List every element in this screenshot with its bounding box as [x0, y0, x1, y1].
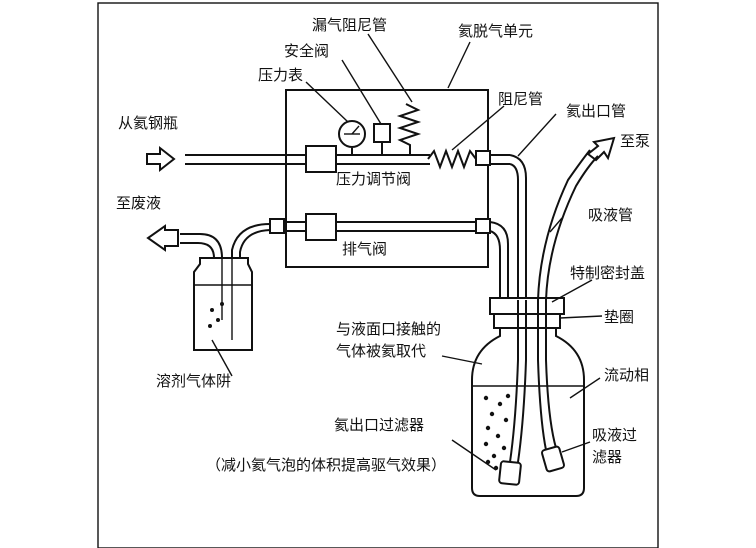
- suction-tube-up: [537, 149, 591, 301]
- label-gasket: 垫圈: [604, 308, 634, 326]
- trap-tube-inner: [239, 229, 271, 350]
- resistance-coil-icon: [427, 148, 477, 170]
- leader-lines: [211, 33, 603, 471]
- label-gas-replaced-1: 与液面口接触的: [336, 320, 441, 338]
- pressure-regulator-box: [305, 145, 337, 173]
- trap-bubble: [220, 302, 224, 306]
- label-vent-valve: 排气阀: [342, 240, 387, 258]
- mobile-phase-bottle: [471, 327, 585, 497]
- label-helium-outlet-tube: 氦出口管: [566, 102, 626, 120]
- gauge-needle: [351, 125, 360, 135]
- label-suction-filter-2: 滤器: [592, 448, 622, 466]
- label-pressure-regulator: 压力调节阀: [336, 170, 411, 188]
- label-from-helium-cylinder: 从氦钢瓶: [118, 114, 178, 132]
- label-resistance-tube: 阻尼管: [498, 90, 543, 108]
- trap-bubble: [216, 318, 220, 322]
- suction-tube-inside: [537, 300, 547, 451]
- trap-bubble: [210, 308, 214, 312]
- suction-filter-icon: [541, 445, 565, 473]
- label-gas-replaced-2: 气体被氦取代: [336, 342, 426, 360]
- label-helium-degas-unit: 氦脱气单元: [458, 22, 533, 40]
- trap-bubble: [208, 324, 212, 328]
- junction-left: [269, 218, 285, 234]
- waste-arrow-icon: [146, 224, 179, 252]
- outlet-tube-inside: [509, 300, 519, 463]
- label-to-waste: 至废液: [116, 194, 161, 212]
- label-to-pump: 至泵: [620, 132, 650, 150]
- pump-arrow-icon: [586, 136, 616, 162]
- label-suction-filter-1: 吸液过: [592, 426, 637, 444]
- label-leak-resist-tube: 漏气阻尼管: [312, 16, 387, 34]
- figure-frame: [97, 2, 659, 548]
- label-safety-valve: 安全阀: [284, 42, 329, 60]
- label-note: （减小氦气泡的体积提高驱气效果）: [206, 456, 446, 474]
- vent-valve-box: [305, 213, 337, 241]
- outlet-tube-inside-2: [517, 300, 527, 463]
- label-mobile-phase: 流动相: [604, 366, 649, 384]
- leak-coil-icon: [396, 103, 422, 155]
- label-pressure-gauge: 压力表: [258, 66, 303, 84]
- junction-top: [475, 150, 491, 166]
- vent-tube-to-bottle: [489, 221, 509, 300]
- junction-bottom: [475, 218, 491, 234]
- label-suction-tube: 吸液管: [588, 206, 633, 224]
- helium-outlet-tube-inner: [509, 163, 519, 300]
- trap-tube-outer: [231, 223, 271, 350]
- outlet-filter-icon: [498, 460, 522, 486]
- label-solvent-degas-trap: 溶剂气体阱: [156, 372, 231, 390]
- label-special-cap: 特制密封盖: [570, 264, 645, 282]
- waste-tube-inner: [180, 242, 215, 259]
- waste-tube-outer: [180, 233, 223, 259]
- vent-tube-to-bottle-2: [489, 230, 501, 300]
- suction-tube-up-2: [545, 155, 599, 301]
- inlet-arrow-icon: [146, 145, 176, 173]
- suction-tube-inside-2: [545, 300, 557, 449]
- label-outlet-filter: 氦出口过滤器: [334, 416, 424, 434]
- helium-outlet-tube-outer: [509, 154, 527, 300]
- bubbles: [483, 393, 511, 471]
- safety-valve-icon: [373, 123, 391, 143]
